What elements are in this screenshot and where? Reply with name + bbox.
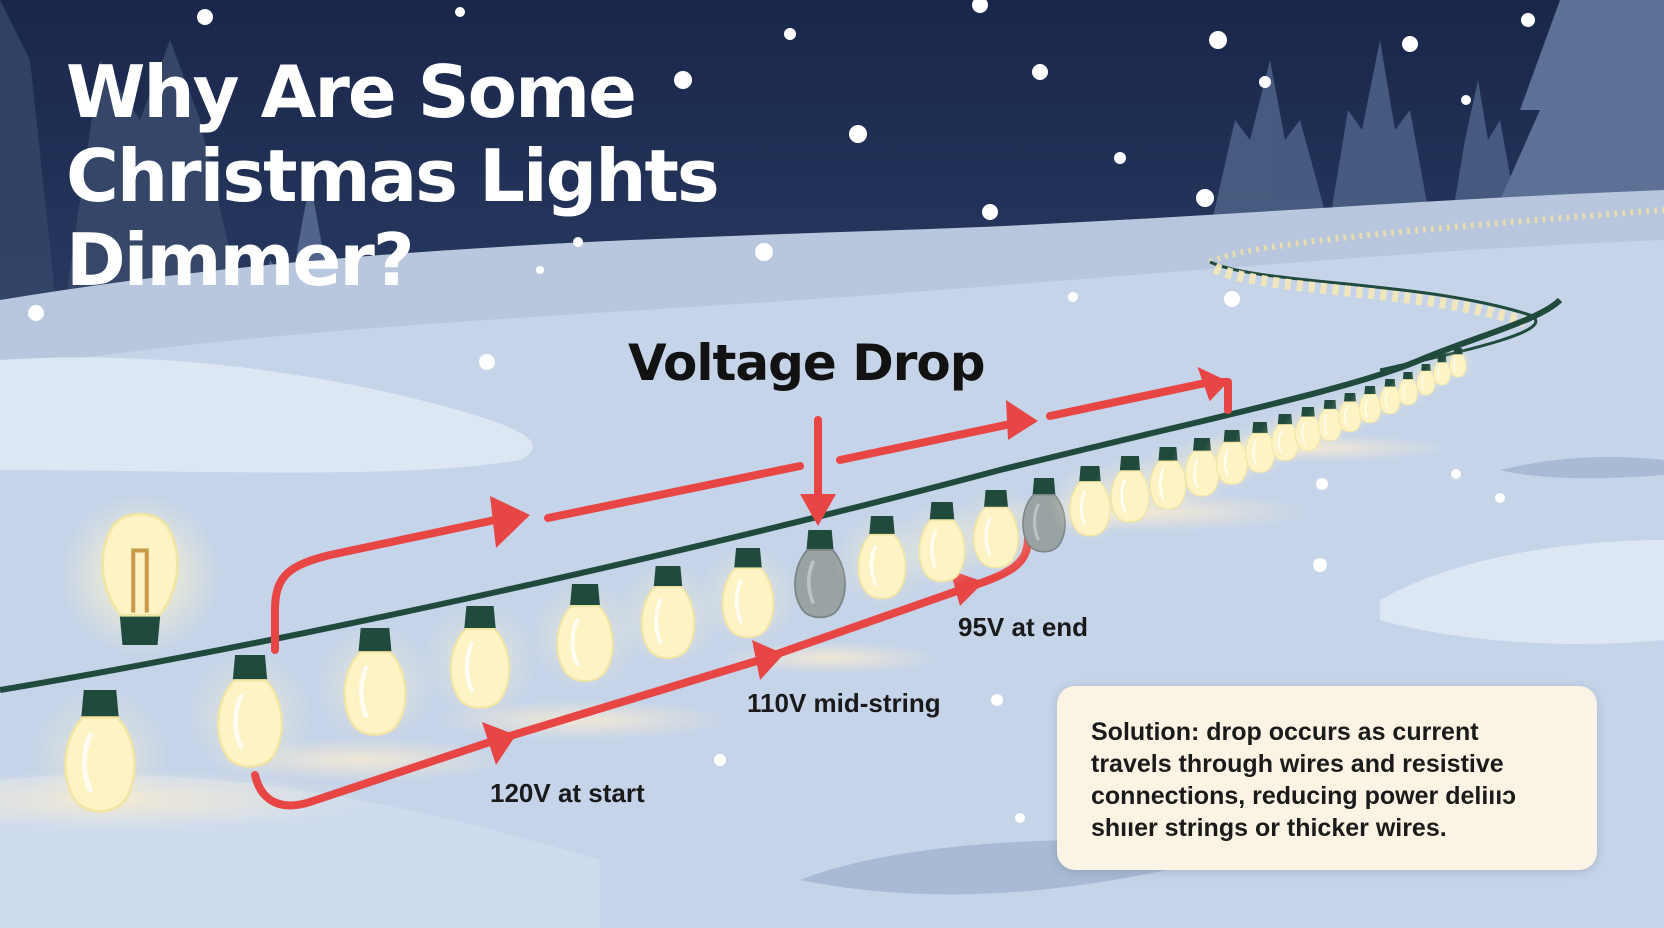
bulb-highlight: [1384, 391, 1388, 409]
bulb-highlight: [1437, 366, 1441, 381]
bulb-highlight: [1421, 374, 1425, 391]
bulb-cap: [1453, 348, 1463, 355]
bulb-highlight: [1278, 430, 1283, 454]
lit-bulb: [422, 602, 538, 719]
bulb-highlight: [930, 529, 938, 570]
bulb-glass: [721, 567, 775, 639]
far-bulb-trail: [1208, 207, 1664, 372]
bulb-highlight: [1403, 383, 1406, 400]
bulb-cap: [869, 516, 895, 535]
bulb-highlight: [1323, 414, 1328, 435]
lit-bulb: [31, 686, 169, 824]
bulb-highlight: [734, 579, 743, 624]
solution-line-3: connections, reducing power deliııɔ: [1091, 782, 1517, 810]
lit-bulb: [530, 581, 640, 691]
right-snow-drift: [1380, 540, 1664, 644]
bulb-filament: [131, 548, 149, 613]
lit-bulb: [186, 651, 314, 779]
bulb-highlight: [570, 618, 579, 666]
bulb-highlight: [806, 560, 815, 604]
voltage-drop-heading: Voltage Drop: [628, 334, 986, 392]
arrow-upper-mid: [544, 462, 804, 522]
lit-bulb: [615, 563, 721, 668]
dim-bulb: [794, 530, 846, 619]
solution-line-4: shııer strings or thicker wires.: [1091, 814, 1447, 842]
bulb-cap: [734, 548, 762, 569]
bulb-highlight: [233, 694, 244, 750]
title-line-1: Why Are Some: [66, 50, 637, 134]
label-120v-start: 120V at start: [490, 778, 645, 808]
bulb-cap: [358, 628, 392, 653]
bulb-cap: [806, 530, 834, 550]
title-line-2: Christmas Lights: [66, 134, 720, 218]
label-110v-mid: 110V mid-string: [747, 688, 941, 718]
bulb-glass: [973, 506, 1019, 569]
bulb-highlight: [1223, 449, 1229, 476]
bulb-highlight: [654, 598, 663, 644]
arrow-lower-mid: [486, 656, 764, 746]
bulb-glass: [217, 679, 283, 768]
bulb-glass: [343, 651, 407, 736]
bulb-cap: [81, 690, 119, 718]
bulb-highlight: [1158, 468, 1165, 500]
lit-bulb: [697, 545, 799, 647]
bulb-highlight: [1453, 358, 1457, 373]
bulb-cap: [653, 566, 683, 587]
solution-line-2: travels through wires and resistive: [1091, 750, 1504, 778]
bulb-highlight: [1193, 458, 1199, 488]
bulb-cap: [929, 502, 955, 521]
lit-bulb: [952, 487, 1040, 576]
page-title: Why Are Some Christmas Lights Dimmer?: [66, 50, 766, 302]
hanging-bulb-large: [59, 493, 221, 656]
bulb-highlight: [464, 641, 474, 693]
bulb-cap: [1032, 478, 1056, 495]
bulb-highlight: [1120, 479, 1126, 512]
title-line-3: Dimmer?: [66, 218, 415, 302]
bulb-highlight: [1252, 439, 1257, 465]
bulb-glass: [1449, 354, 1467, 378]
bulb-highlight: [1301, 422, 1306, 444]
bulb-glass: [556, 605, 614, 682]
bulb-cap: [119, 615, 161, 645]
bulb-cap: [984, 490, 1008, 508]
bulb-highlight: [1364, 398, 1368, 418]
right-trees: [1500, 0, 1664, 230]
bulb-glass: [449, 628, 511, 709]
light-string-wire: [0, 297, 1563, 693]
label-95v-end: 95V at end: [958, 612, 1089, 642]
arrow-upper-start: [271, 516, 499, 654]
bulb-cap: [232, 655, 268, 681]
arrow-upper-mid2: [836, 418, 1024, 464]
bulb-glass: [640, 585, 696, 660]
snowflakes: [28, 0, 1535, 823]
bulb-cap: [464, 606, 496, 630]
solution-line-1: Solution: drop occurs as current: [1091, 718, 1479, 746]
bulb-highlight: [359, 665, 369, 719]
arrow-lower-start: [251, 738, 494, 810]
bulb-highlight: [1032, 503, 1040, 541]
bulb-highlight: [1344, 406, 1348, 426]
bulb-highlight: [869, 544, 877, 586]
lit-bulb: [1441, 347, 1475, 381]
arrowheads: [482, 366, 1229, 765]
lit-bulb: [314, 624, 436, 746]
shadow-mid-right: [1500, 457, 1664, 479]
solution-panel: Solution: drop occurs as current travels…: [1057, 686, 1597, 870]
bulb-highlight: [81, 732, 93, 793]
bulb-glass: [64, 716, 136, 813]
bulb-cap: [1119, 456, 1141, 471]
bulb-glass: [101, 512, 179, 617]
bulb-highlight: [984, 517, 992, 556]
left-snow-drift: [0, 357, 533, 473]
bulb-highlight: [1079, 490, 1086, 526]
bulb-cap: [570, 584, 600, 606]
